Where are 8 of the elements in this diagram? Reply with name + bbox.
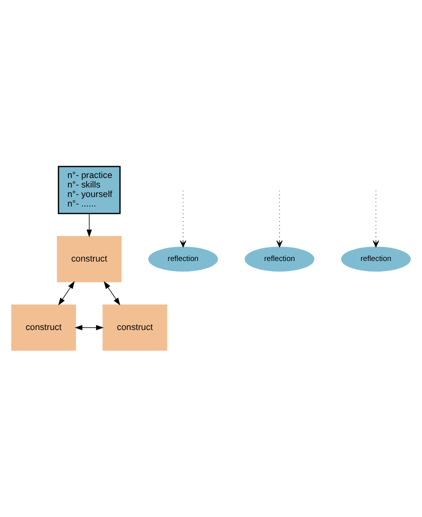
arrow — [86, 213, 92, 238]
node-box: construct — [102, 304, 168, 351]
node-box: construct — [11, 304, 76, 351]
arrow — [104, 281, 120, 306]
node-box: construct — [56, 236, 122, 282]
arrow — [58, 281, 75, 306]
arrow — [74, 324, 104, 330]
node-box: n°- practice n°- skills n°- yourself n°- ...... — [58, 166, 121, 214]
